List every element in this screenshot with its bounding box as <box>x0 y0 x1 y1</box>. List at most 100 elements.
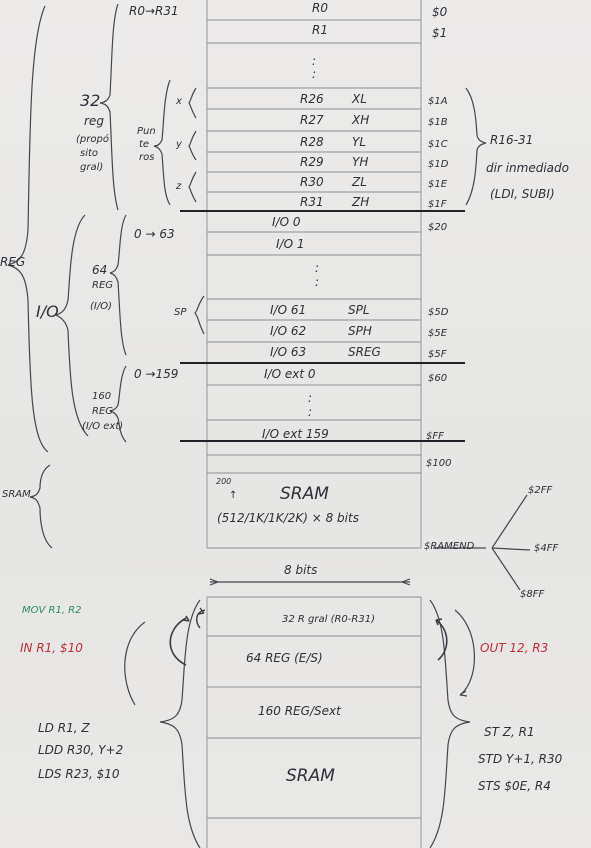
in-arrow <box>169 617 187 666</box>
reg-suffix: ZL <box>352 175 367 189</box>
punteros-label: te <box>139 139 150 150</box>
block-64reg: 64 REG (E/S) <box>246 651 323 665</box>
io-name: I/O 62 <box>270 324 307 338</box>
memory-column-bottom <box>206 578 422 848</box>
reg-address: $1 <box>432 26 448 40</box>
ldi-subi-label: (LDI, SUBI) <box>490 187 555 201</box>
out-arrow <box>435 619 448 661</box>
io-address: $5E <box>428 328 448 339</box>
proposito-label: (propó <box>76 134 109 145</box>
load-arrow <box>124 621 146 706</box>
io-name: I/O 0 <box>272 215 301 229</box>
sram-sizes: (512/1K/1K/2K) × 8 bits <box>217 511 359 525</box>
store-instruction: STS $0E, R4 <box>478 779 551 793</box>
reg64-label: 64 <box>92 263 108 277</box>
width-label: 8 bits <box>284 563 318 577</box>
reg-name: R27 <box>300 113 324 127</box>
ramend-option: $4FF <box>534 543 559 554</box>
store-instruction: STD Y+1, R30 <box>478 752 563 766</box>
reg-name: R28 <box>300 135 324 149</box>
proposito-label: sito <box>80 148 99 159</box>
load-instruction: LDD R30, Y+2 <box>38 743 124 757</box>
io-ellipsis: : <box>308 405 313 419</box>
block-160reg: 160 REG/Sext <box>258 704 341 718</box>
reg-address: $1E <box>428 179 448 190</box>
memory-column-top <box>180 0 465 549</box>
reg-name: R29 <box>300 155 324 169</box>
store-brace <box>429 599 471 848</box>
left-braces <box>7 3 205 549</box>
reg-suffix: XL <box>352 92 367 106</box>
reg-address: $1D <box>428 159 449 170</box>
reg-suffix: XH <box>352 113 370 127</box>
reg-address: $1B <box>428 117 448 128</box>
io-ellipsis: : <box>315 275 320 289</box>
reg-suffix: YL <box>352 135 367 149</box>
pointer-x: x <box>176 96 182 107</box>
io-name: I/O ext 0 <box>264 367 316 381</box>
punteros-label: Pun <box>137 126 156 137</box>
load-instruction: LD R1, Z <box>38 721 90 735</box>
reg-suffix: YH <box>352 155 369 169</box>
io-suffix: SREG <box>348 345 381 359</box>
in-instruction: IN R1, $10 <box>20 641 83 655</box>
load-instruction: LDS R23, $10 <box>38 767 120 781</box>
io-suffix: SPH <box>348 324 372 338</box>
reg160-label: (I/O ext) <box>82 421 124 432</box>
r0-r31-label: R0→R31 <box>129 4 179 18</box>
r16-31-label: R16-31 <box>490 133 534 147</box>
store-arrow <box>454 609 476 696</box>
io-name: I/O 1 <box>276 237 305 251</box>
ramend-fork <box>433 494 531 591</box>
block-gral: 32 R gral (R0-R31) <box>282 614 375 625</box>
out-instruction: OUT 12, R3 <box>480 641 549 655</box>
sp-label: SP <box>174 307 187 318</box>
ramend-label: $RAMEND <box>424 541 475 552</box>
io-ellipsis: : <box>308 391 313 405</box>
io-suffix: SPL <box>348 303 370 317</box>
reg-name: R31 <box>300 195 324 209</box>
reg-side-label: REG <box>0 255 26 269</box>
load-brace <box>159 599 201 848</box>
io-address: $60 <box>428 373 448 384</box>
reg-address: $1A <box>428 96 448 107</box>
reg-suffix: ZH <box>352 195 370 209</box>
io-name: I/O 63 <box>270 345 307 359</box>
reg64-label: REG <box>92 280 114 291</box>
sram-title: SRAM <box>280 484 329 504</box>
reg-name: R30 <box>300 175 324 189</box>
store-instruction: ST Z, R1 <box>484 725 535 739</box>
reg-address: $1C <box>428 139 448 150</box>
sram-side-label: SRAM <box>2 489 31 500</box>
reg-address: $1F <box>428 199 447 210</box>
ramend-option: $2FF <box>528 485 553 496</box>
reg-word: reg <box>84 114 104 128</box>
reg-ellipsis: : <box>312 67 317 81</box>
up-arrow-icon: ↑ <box>229 490 238 501</box>
io-ellipsis: : <box>315 261 320 275</box>
punteros-label: ros <box>139 152 155 163</box>
io-address: $FF <box>426 431 444 442</box>
ramend-option: $8FF <box>520 589 545 600</box>
block-sram: SRAM <box>286 766 335 786</box>
reg-ellipsis: : <box>312 54 317 68</box>
dir-inmediado-label: dir inmediado <box>486 161 569 175</box>
reg-address: $0 <box>432 5 448 19</box>
reg-name: R26 <box>300 92 324 106</box>
io-address: $5D <box>428 307 449 318</box>
reg-name: R0 <box>312 1 328 15</box>
right-brace <box>465 87 487 206</box>
pointer-z: z <box>176 181 182 192</box>
io-address: $5F <box>428 349 447 360</box>
io-address: $20 <box>428 222 448 233</box>
reg64-label: (I/O) <box>90 301 112 312</box>
pointer-y: y <box>176 139 182 150</box>
reg-name: R1 <box>312 23 328 37</box>
reg160-label: REG <box>92 406 114 417</box>
io-address: $100 <box>426 458 452 469</box>
mov-instruction: MOV R1, R2 <box>22 605 82 616</box>
range-0-159: 0 →159 <box>134 367 179 381</box>
io-name: I/O ext 159 <box>262 427 329 441</box>
